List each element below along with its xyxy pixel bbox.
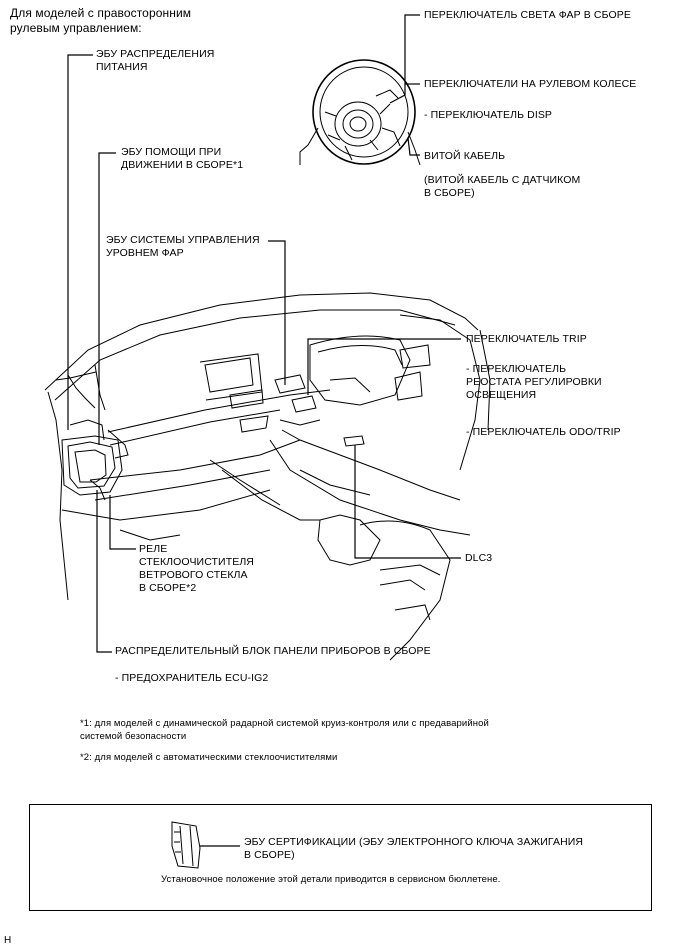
leader-lines bbox=[67, 14, 461, 653]
certification-ecu-drawing bbox=[171, 821, 240, 869]
steering-pad-switches-label: ПЕРЕКЛЮЧАТЕЛИ НА РУЛЕВОМ КОЛЕСЕ bbox=[424, 78, 637, 90]
trip-switch-label: ПЕРЕКЛЮЧАТЕЛЬ TRIP bbox=[466, 333, 587, 345]
driving-support-ecu-label: ЭБУ ПОМОЩИ ПРИ ДВИЖЕНИИ В СБОРЕ*1 bbox=[121, 146, 244, 171]
wiper-relay-label: РЕЛЕ СТЕКЛООЧИСТИТЕЛЯ ВЕТРОВОГО СТЕКЛА В… bbox=[139, 543, 254, 594]
headlight-leveling-ecu-label: ЭБУ СИСТЕМЫ УПРАВЛЕНИЯ УРОВНЕМ ФАР bbox=[106, 234, 260, 259]
disp-switch-label: - ПЕРЕКЛЮЧАТЕЛЬ DISP bbox=[424, 109, 553, 121]
corner-mark: H bbox=[4, 935, 12, 946]
footnote-2: *2: для моделей с автоматическими стекло… bbox=[80, 752, 338, 763]
certification-ecu-box bbox=[29, 804, 652, 911]
dashboard-drawing bbox=[44, 292, 491, 661]
spiral-cable-label: ВИТОЙ КАБЕЛЬ bbox=[424, 150, 506, 162]
fuse-label: - ПРЕДОХРАНИТЕЛЬ ECU-IG2 bbox=[115, 672, 269, 684]
footnote-1: *1: для моделей с динамической радарной … bbox=[80, 718, 489, 742]
headlight-switch-label: ПЕРЕКЛЮЧАТЕЛЬ СВЕТА ФАР В СБОРЕ bbox=[424, 9, 631, 21]
steering-wheel-drawing bbox=[299, 59, 421, 166]
power-distribution-ecu-label: ЭБУ РАСПРЕДЕЛЕНИЯ ПИТАНИЯ bbox=[96, 48, 215, 73]
page-title: Для моделей с правосторонним рулевым упр… bbox=[10, 6, 192, 35]
junction-block-label: РАСПРЕДЕЛИТЕЛЬНЫЙ БЛОК ПАНЕЛИ ПРИБОРОВ В… bbox=[115, 645, 431, 657]
service-note: Установочное положение этой детали приво… bbox=[161, 874, 501, 885]
certification-ecu-label: ЭБУ СЕРТИФИКАЦИИ (ЭБУ ЭЛЕКТРОННОГО КЛЮЧА… bbox=[244, 836, 584, 861]
rheostat-switch-label: - ПЕРЕКЛЮЧАТЕЛЬ РЕОСТАТА РЕГУЛИРОВКИ ОСВ… bbox=[466, 363, 602, 401]
odo-trip-switch-label: - ПЕРЕКЛЮЧАТЕЛЬ ODO/TRIP bbox=[466, 426, 621, 438]
spiral-cable-sensor-label: (ВИТОЙ КАБЕЛЬ С ДАТЧИКОМ В СБОРЕ) bbox=[424, 174, 581, 199]
dlc3-label: DLC3 bbox=[465, 552, 493, 564]
